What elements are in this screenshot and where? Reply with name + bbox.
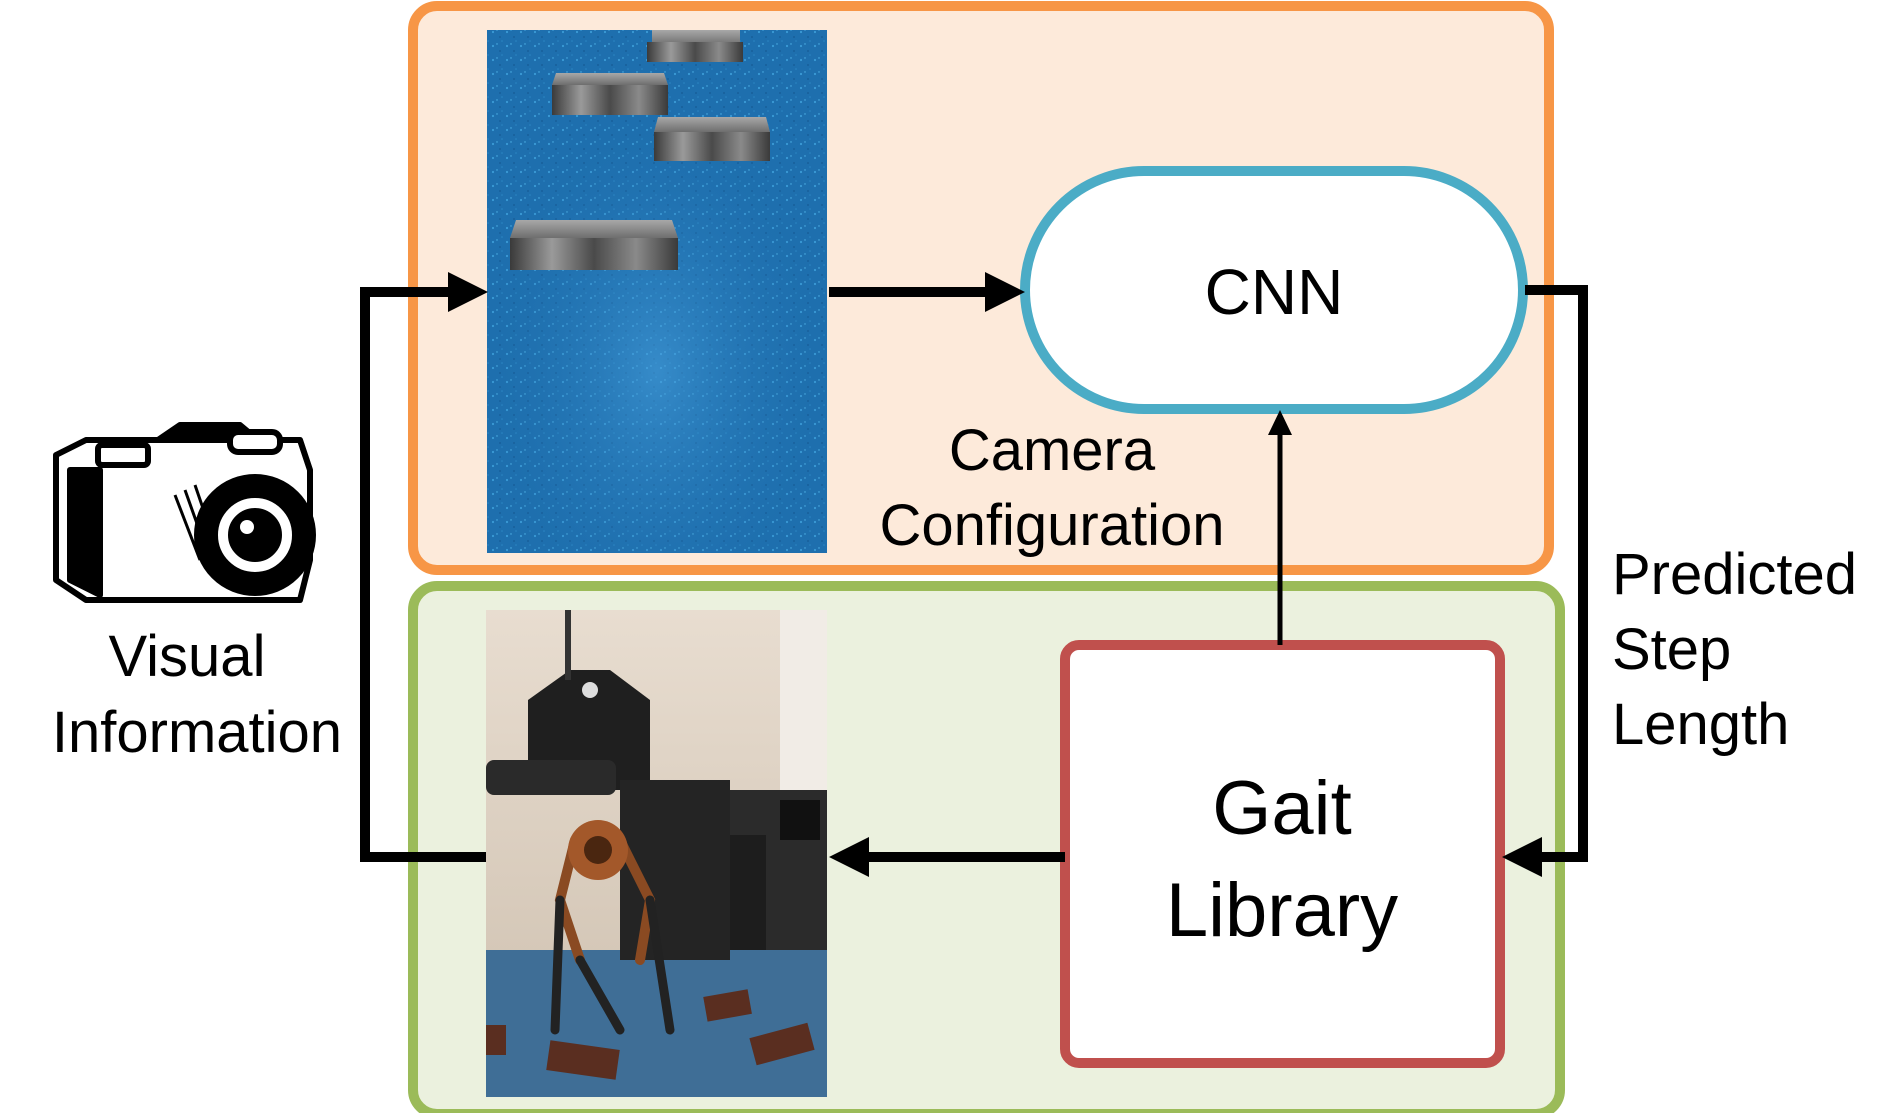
predicted-line2: Step (1612, 617, 1731, 682)
visual-info-line2: Information (52, 700, 342, 765)
predicted-line1: Predicted (1612, 542, 1857, 607)
gait-label-line1: Gait (1212, 766, 1351, 851)
gait-library-node (1060, 640, 1505, 1068)
arrow-image-to-cnn (829, 272, 1025, 312)
stone-1 (647, 30, 743, 62)
camera-config-line1: Camera (949, 418, 1156, 483)
arrow-cnn-to-gait (1502, 285, 1588, 877)
predicted-line3: Length (1612, 692, 1789, 757)
arrow-gait-to-cnn (1268, 410, 1292, 645)
camera-config-line2: Configuration (880, 493, 1225, 558)
cnn-label: CNN (1205, 256, 1344, 328)
arrow-robot-to-image (360, 272, 488, 862)
camera-icon (53, 422, 316, 603)
stone-2 (552, 73, 668, 115)
visual-info-line1: Visual (109, 624, 266, 689)
stone-3 (654, 117, 770, 161)
gait-label-line2: Library (1166, 868, 1398, 953)
robot-photo (486, 610, 827, 1097)
simulation-image (487, 30, 827, 553)
stone-4 (510, 220, 678, 270)
arrow-gait-to-robot (829, 837, 1065, 877)
cnn-node (1020, 166, 1528, 414)
